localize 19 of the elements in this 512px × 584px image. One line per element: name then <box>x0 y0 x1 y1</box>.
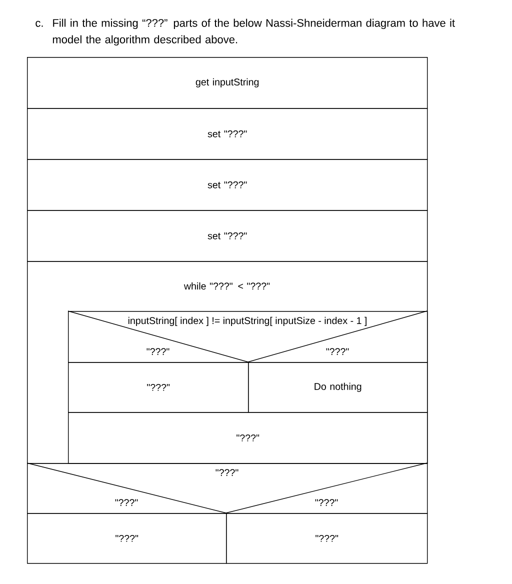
branch-label: "???" <box>326 348 349 355</box>
branch-label: "???" <box>146 348 170 355</box>
list-marker: c. <box>36 20 43 27</box>
statement-box: Do nothing <box>248 362 428 413</box>
statement-box: "???" <box>68 362 249 413</box>
instruction-text: Fill in the missing “???” parts of the below Nassi-Shneiderman diagram to have it model the algorithm described above. <box>52 18 455 46</box>
condition-text: inputString[ index ] != inputString[ inputSize - index - 1 ] <box>128 316 366 326</box>
branch-label: "???" <box>115 499 138 506</box>
statement-box: get inputString <box>27 57 428 109</box>
statement-box: set "???" <box>27 108 428 160</box>
decision-box <box>26 462 428 514</box>
statement-box: set "???" <box>27 210 428 262</box>
branch-label: "???" <box>315 499 338 506</box>
condition-text: "???" <box>216 469 238 476</box>
statement-box: "???" <box>27 513 227 564</box>
statement-box: set "???" <box>27 159 428 211</box>
statement-box: "???" <box>68 412 428 464</box>
decision-box <box>68 310 428 363</box>
statement-box: "???" <box>226 513 428 564</box>
